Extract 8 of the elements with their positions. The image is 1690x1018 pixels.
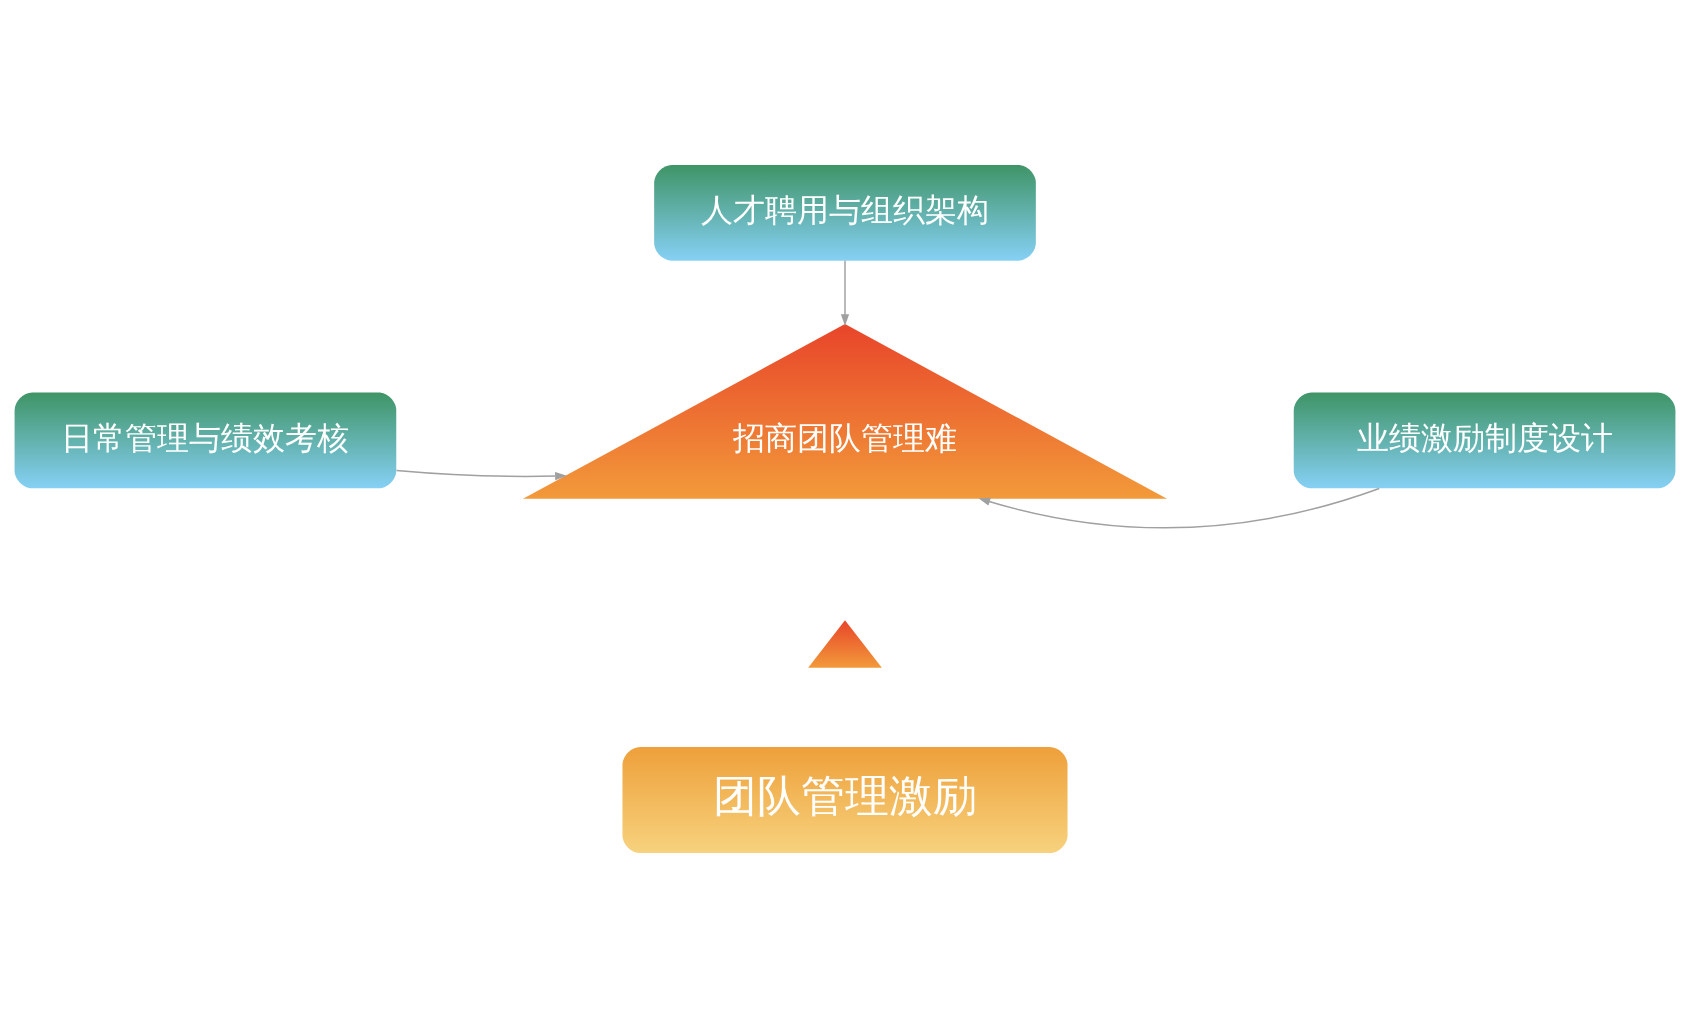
node-box: 业绩激励制度设计 [1293,392,1676,489]
arrow [978,487,1380,529]
arrow [395,469,567,481]
node-box: 日常管理与绩效考核 [14,392,397,489]
node-box: 团队管理激励 [622,747,1068,854]
arrow [840,260,850,327]
node-triangle [808,620,882,668]
node-box: 人才聘用与组织架构 [654,164,1036,261]
